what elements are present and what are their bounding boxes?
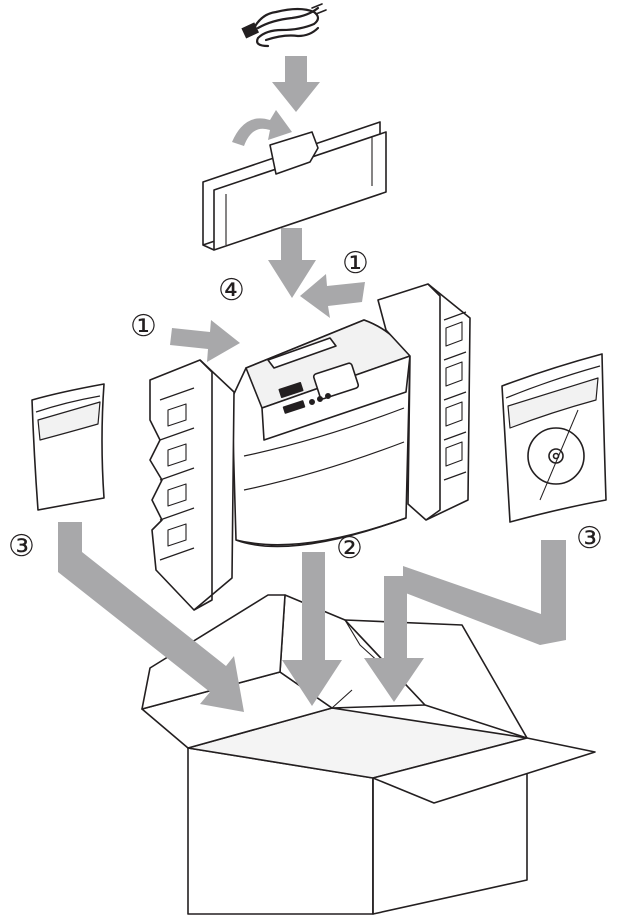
marker-bag-right: ③ — [576, 521, 603, 556]
marker-cushion-right: ① — [342, 246, 369, 281]
shipping-box — [142, 595, 595, 914]
marker-carton: ④ — [218, 273, 245, 308]
cushion-left — [150, 360, 234, 610]
bag-left — [32, 384, 104, 510]
bag-right — [502, 354, 606, 522]
arrow-cord-down — [272, 56, 320, 112]
power-cord-icon — [243, 4, 326, 46]
arrow-cushion-left — [170, 320, 240, 362]
marker-cushion-left: ① — [130, 309, 157, 344]
arrow-tray-down — [268, 228, 316, 298]
marker-printer: ② — [336, 531, 363, 566]
marker-bag-left: ③ — [8, 529, 35, 564]
